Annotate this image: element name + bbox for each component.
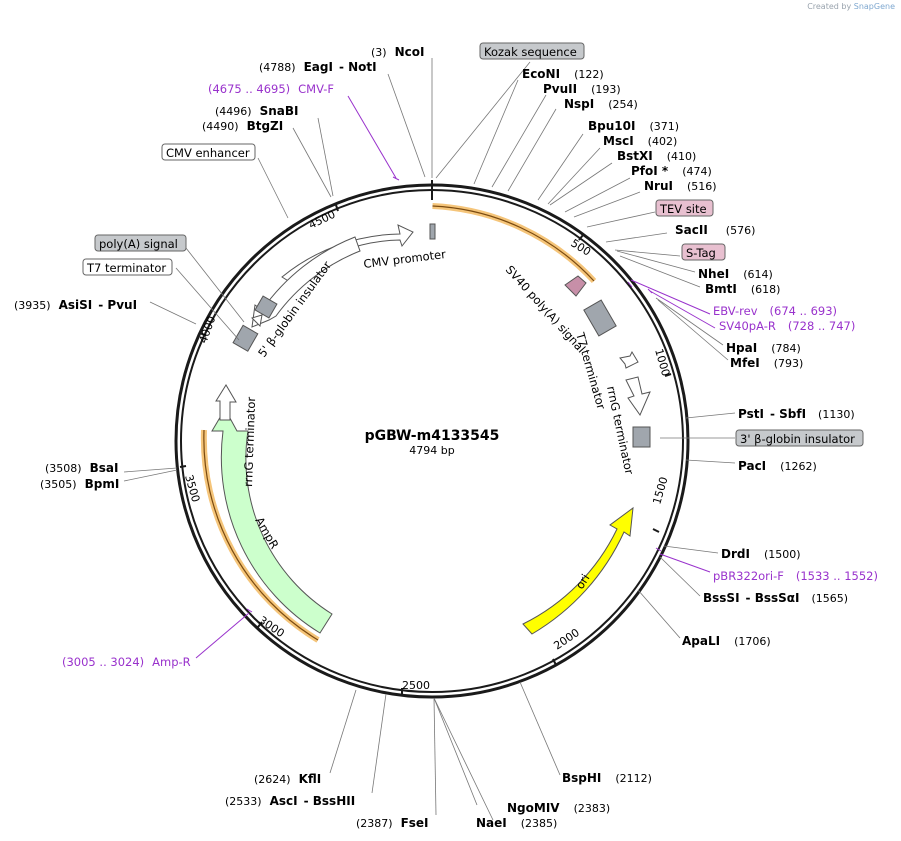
site-bsai: (3508)BsaI (45, 461, 118, 475)
ori-label: ori (573, 571, 593, 591)
plasmid-name: pGBW-m4133545 (365, 428, 500, 444)
t7-terminator-box-left (232, 324, 259, 352)
site-hpai: HpaI(784) (726, 341, 801, 355)
t7-terminator-label-map: T7 terminator (573, 330, 609, 411)
site-mfei: MfeI(793) (730, 356, 803, 370)
site-nhei: NheI(614) (698, 267, 773, 281)
kozak-label: Kozak sequence (484, 45, 577, 59)
site-msci: MscI(402) (603, 134, 677, 148)
kozak-box (429, 223, 436, 240)
cmv-enhancer-label-box (161, 143, 256, 161)
ticks (179, 180, 672, 695)
site-bmti: BmtI(618) (705, 282, 780, 296)
tick-label: 4000 (197, 314, 219, 345)
primer-pbr322ori-f: pBR322ori-F(1533 .. 1552) (713, 569, 878, 583)
t7-terminator-label-box (82, 258, 173, 276)
tick-label: 2500 (402, 679, 430, 692)
tev-label-box (655, 199, 714, 217)
site-bpu10i: Bpu10I(371) (588, 119, 679, 133)
site-asisi-pvui: (3935)AsiSI- PvuI (14, 298, 137, 312)
site-asci-bsshii: (2533)AscI- BssHII (225, 794, 355, 808)
site-apali: ApaLI(1706) (682, 634, 771, 648)
polya-signal-box (254, 295, 278, 319)
cmv-enhancer-label: CMV enhancer (166, 146, 250, 160)
insulator-3-label-box (735, 429, 864, 447)
primer-cmv-f: (4675 .. 4695)CMV-F (208, 82, 334, 96)
ori-arrow (522, 506, 634, 635)
tev-site-feature (564, 275, 587, 297)
tick-label: 1500 (650, 475, 670, 505)
insulator-5-arrow (251, 236, 361, 328)
site-drdi: DrdI(1500) (721, 547, 801, 561)
polya-signal-label: poly(A) signal (99, 237, 178, 251)
primer-amp-r: (3005 .. 3024)Amp-R (62, 655, 191, 669)
site-fsei: (2387)FseI (356, 816, 429, 830)
t7-terminator-label: T7 terminator (86, 261, 166, 275)
site-bpmi: (3505)BpmI (40, 477, 119, 491)
orf-line-top (432, 205, 595, 282)
site-bsssi: BssSI- BssSαI(1565) (703, 591, 848, 605)
site-econi: EcoNI(122) (522, 67, 604, 81)
site-kfli: (2624)KflI (254, 772, 321, 786)
site-psti-sbfi: PstI- SbfI(1130) (738, 407, 855, 421)
orf-line-ampr (203, 429, 319, 641)
t7-terminator-arrow (619, 350, 639, 369)
kozak-label-box (479, 42, 585, 60)
primer-ebv-rev: EBV-rev(674 .. 693) (713, 304, 837, 318)
site-nspi: NspI(254) (564, 97, 638, 111)
rrng-terminator-arrow-left (215, 384, 237, 421)
small-arrow-left (251, 314, 263, 328)
site-eagi-noti: (4788)EagI- NotI (259, 60, 377, 74)
tick-label: 2000 (551, 626, 581, 652)
snapgene-credit: Created by SnapGene (807, 2, 895, 11)
tick-label: 1000 (652, 347, 672, 377)
site-pvuii: PvuII(193) (543, 82, 621, 96)
primer-markers (195, 95, 716, 659)
site-nrui: NruI(516) (644, 179, 717, 193)
polya-signal-label-box (94, 234, 187, 252)
site-snabi: (4496)SnaBI (215, 104, 298, 118)
stag-label: S-Tag (686, 246, 716, 260)
tev-label: TEV site (659, 202, 707, 216)
site-naei: NaeI(2385) (476, 816, 557, 830)
leader-lines (123, 58, 736, 821)
site-pfoi: PfoI *(474) (631, 164, 712, 178)
site-bsphi: BspHI(2112) (562, 771, 652, 785)
site-sacii: SacII(576) (675, 223, 755, 237)
site-ngomiv: NgoMIV(2383) (507, 801, 610, 815)
sv40-polya-box (583, 299, 617, 337)
cmv-promoter-label: CMV promoter (363, 247, 447, 271)
primer-sv40pa-r: SV40pA-R(728 .. 747) (719, 319, 855, 333)
rrng-terminator-label-left: rrnG terminator (241, 396, 258, 487)
site-paci: PacI(1262) (738, 459, 817, 473)
site-btgzi: (4490)BtgZI (202, 119, 283, 133)
site-ncoi: (3)NcoI (371, 45, 424, 59)
stag-label-box (681, 243, 726, 261)
insulator-3-label: 3' β-globin insulator (740, 432, 855, 446)
insulator-3-box (632, 426, 651, 448)
site-bstxi: BstXI(410) (617, 149, 696, 163)
rrng-terminator-arrow-right (625, 376, 651, 417)
plasmid-size: 4794 bp (409, 444, 454, 457)
